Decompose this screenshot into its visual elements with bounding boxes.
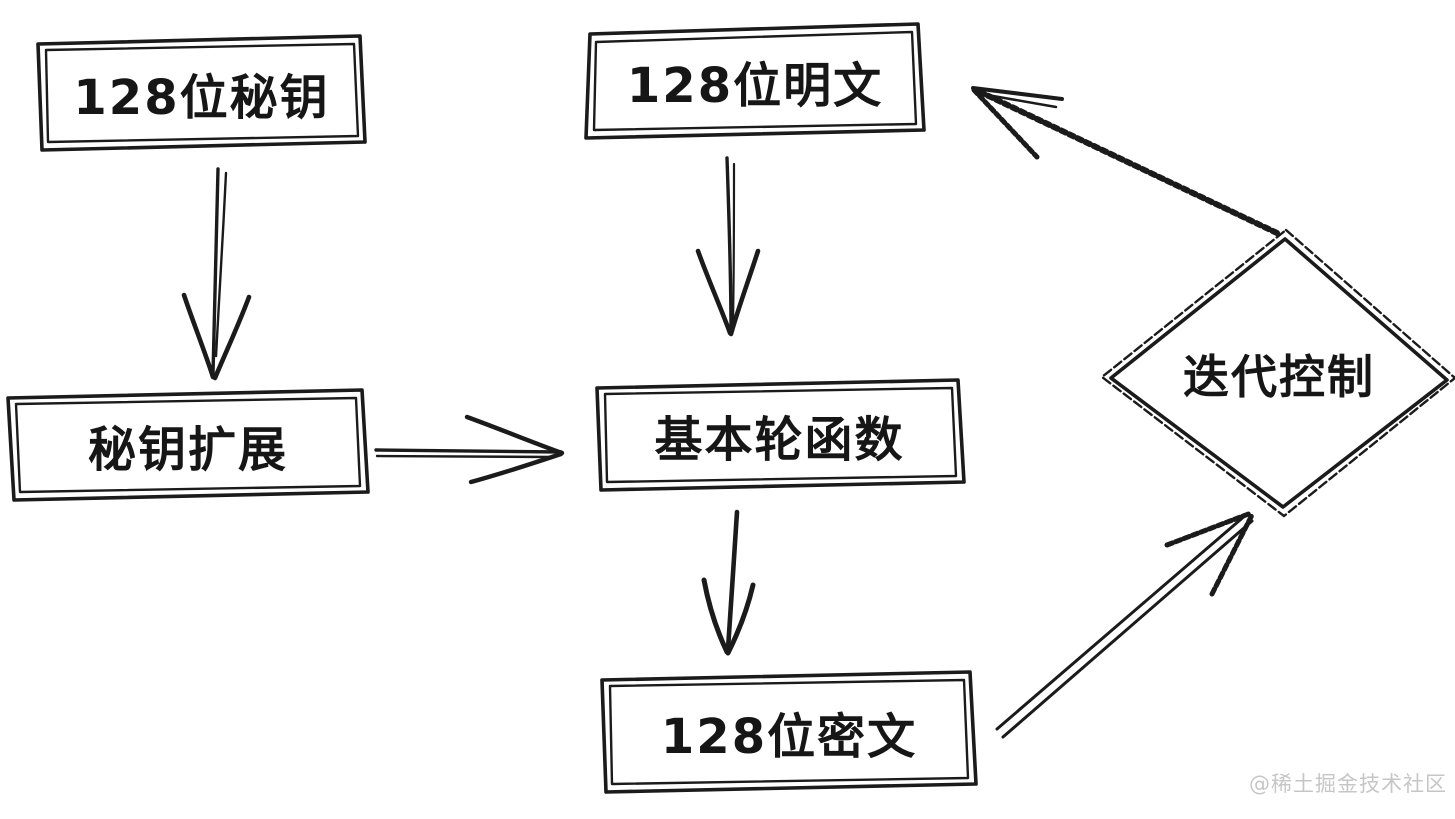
arrow-cipher128-to-iterctl [995,510,1255,739]
arrow-barb [728,248,761,337]
arrow-barb [695,248,733,336]
arrow-plain128-to-roundfn [695,156,761,337]
arrow-roundfn-to-cipher128 [701,509,756,656]
node-key128-box [36,34,367,152]
node-cipher128-box [600,670,978,794]
arrow-shaft-double [731,162,736,324]
node-roundfn-label: 基本轮函数 [654,412,905,468]
node-cipher128-label: 128位密文 [660,709,918,765]
arrow-shaft [725,509,740,652]
arrow-iterctl-to-plain128 [971,86,1280,236]
arrow-shaft [211,167,220,376]
arrow-shaft [725,156,733,333]
arrow-barb [701,577,730,655]
box-outline [600,670,978,794]
arrow-barb [971,87,1040,160]
arrow-barb-double [974,91,1058,109]
arrow-barb [1164,510,1254,548]
arrow-shaft [995,512,1249,731]
arrow-barb [1209,512,1255,597]
node-iterctl-label: 迭代控制 [1183,350,1375,404]
arrow-key128-to-keyexp [181,167,252,381]
box-outline-inner [592,30,918,132]
diamond-outline-hatch [1100,228,1455,518]
box-outline [6,388,370,502]
box-outline-inner [608,678,970,786]
arrow-barb [468,451,564,485]
diamond-outline [1109,237,1449,509]
box-outline [36,34,367,152]
arrow-shaft [374,448,563,454]
node-iterctl-diamond [1100,228,1455,518]
arrow-barb [725,582,756,656]
node-plain128-label: 128位明文 [626,58,884,114]
arrow-barb [971,86,1064,101]
node-keyexp-box [6,388,370,502]
node-keyexp-label: 秘钥扩展 [87,422,288,478]
box-outline-inner [603,386,958,484]
node-roundfn-box [595,378,966,492]
arrow-barb [181,292,216,380]
box-outline [595,378,966,492]
box-outline [584,22,926,140]
arrow-keyexp-to-roundfn [374,414,565,485]
box-outline-inner [44,42,360,144]
node-plain128-box [584,22,926,140]
arrow-shaft-double [1001,519,1254,739]
node-key128-label: 128位秘钥 [73,70,330,126]
box-outline-inner [14,396,362,494]
watermark-text: @稀土掘金技术社区 [1249,772,1447,796]
arrow-barb [212,294,252,381]
arrow-barb [464,414,565,456]
arrow-shaft-hatched [973,87,1280,236]
arrow-shaft-double [375,454,555,459]
arrow-shaft-double [214,171,228,358]
